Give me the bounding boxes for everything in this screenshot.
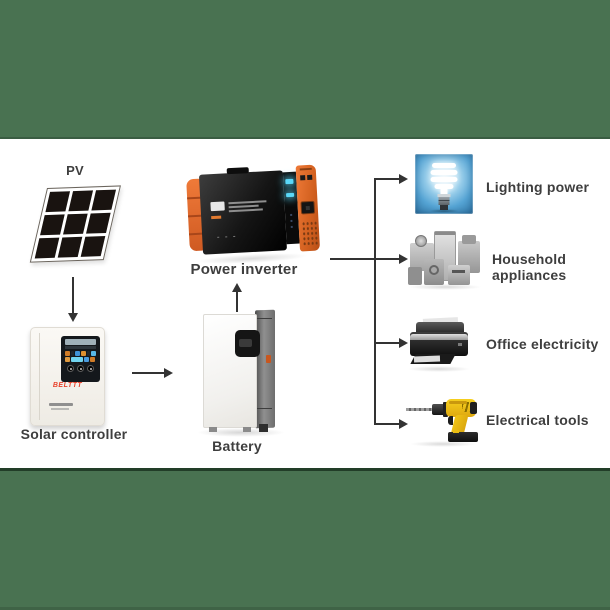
office-electricity-label: Office electricity [486,336,599,352]
household-appliances-icon [408,231,482,290]
branch-tools-arrow-icon [399,419,408,429]
battery-label: Battery [212,438,262,454]
branch-office-line [375,342,401,344]
controller-brand-text: BELTTT [52,382,83,389]
power-inverter-label: Power inverter [190,261,298,278]
power-inverter-icon [184,163,321,266]
branch-lighting-line [375,178,401,180]
battery-icon [197,309,285,437]
lighting-power-label: Lighting power [486,179,590,195]
branch-household-arrow-icon [399,254,408,264]
arrow-pv-to-controller-shaft [72,277,74,314]
controller-screen [61,336,100,382]
letterbox-top [0,0,610,139]
arrow-controller-to-battery-shaft [132,372,166,374]
solar-controller-icon: BELTTT [30,327,105,426]
solar-controller-label: Solar controller [20,426,128,442]
feed-line-inverter-to-bus [330,258,401,260]
branch-tools-line [375,423,401,425]
arrow-battery-to-inverter-shaft [236,292,238,312]
branch-lighting-arrow-icon [399,174,408,184]
arrow-battery-to-inverter-head-icon [232,283,242,292]
light-bulb-icon [415,154,473,214]
electrical-tools-label: Electrical tools [486,412,589,428]
household-label-line2: appliances [492,267,567,283]
arrow-controller-to-battery-head-icon [164,368,173,378]
pv-label: PV [66,163,84,178]
bus-vertical-line [374,178,376,425]
branch-office-arrow-icon [399,338,408,348]
household-label-line1: Household [492,251,567,267]
drill-icon [406,394,478,447]
printer-icon [406,317,474,372]
arrow-pv-to-controller-head-icon [68,313,78,322]
letterbox-bottom [0,468,610,610]
